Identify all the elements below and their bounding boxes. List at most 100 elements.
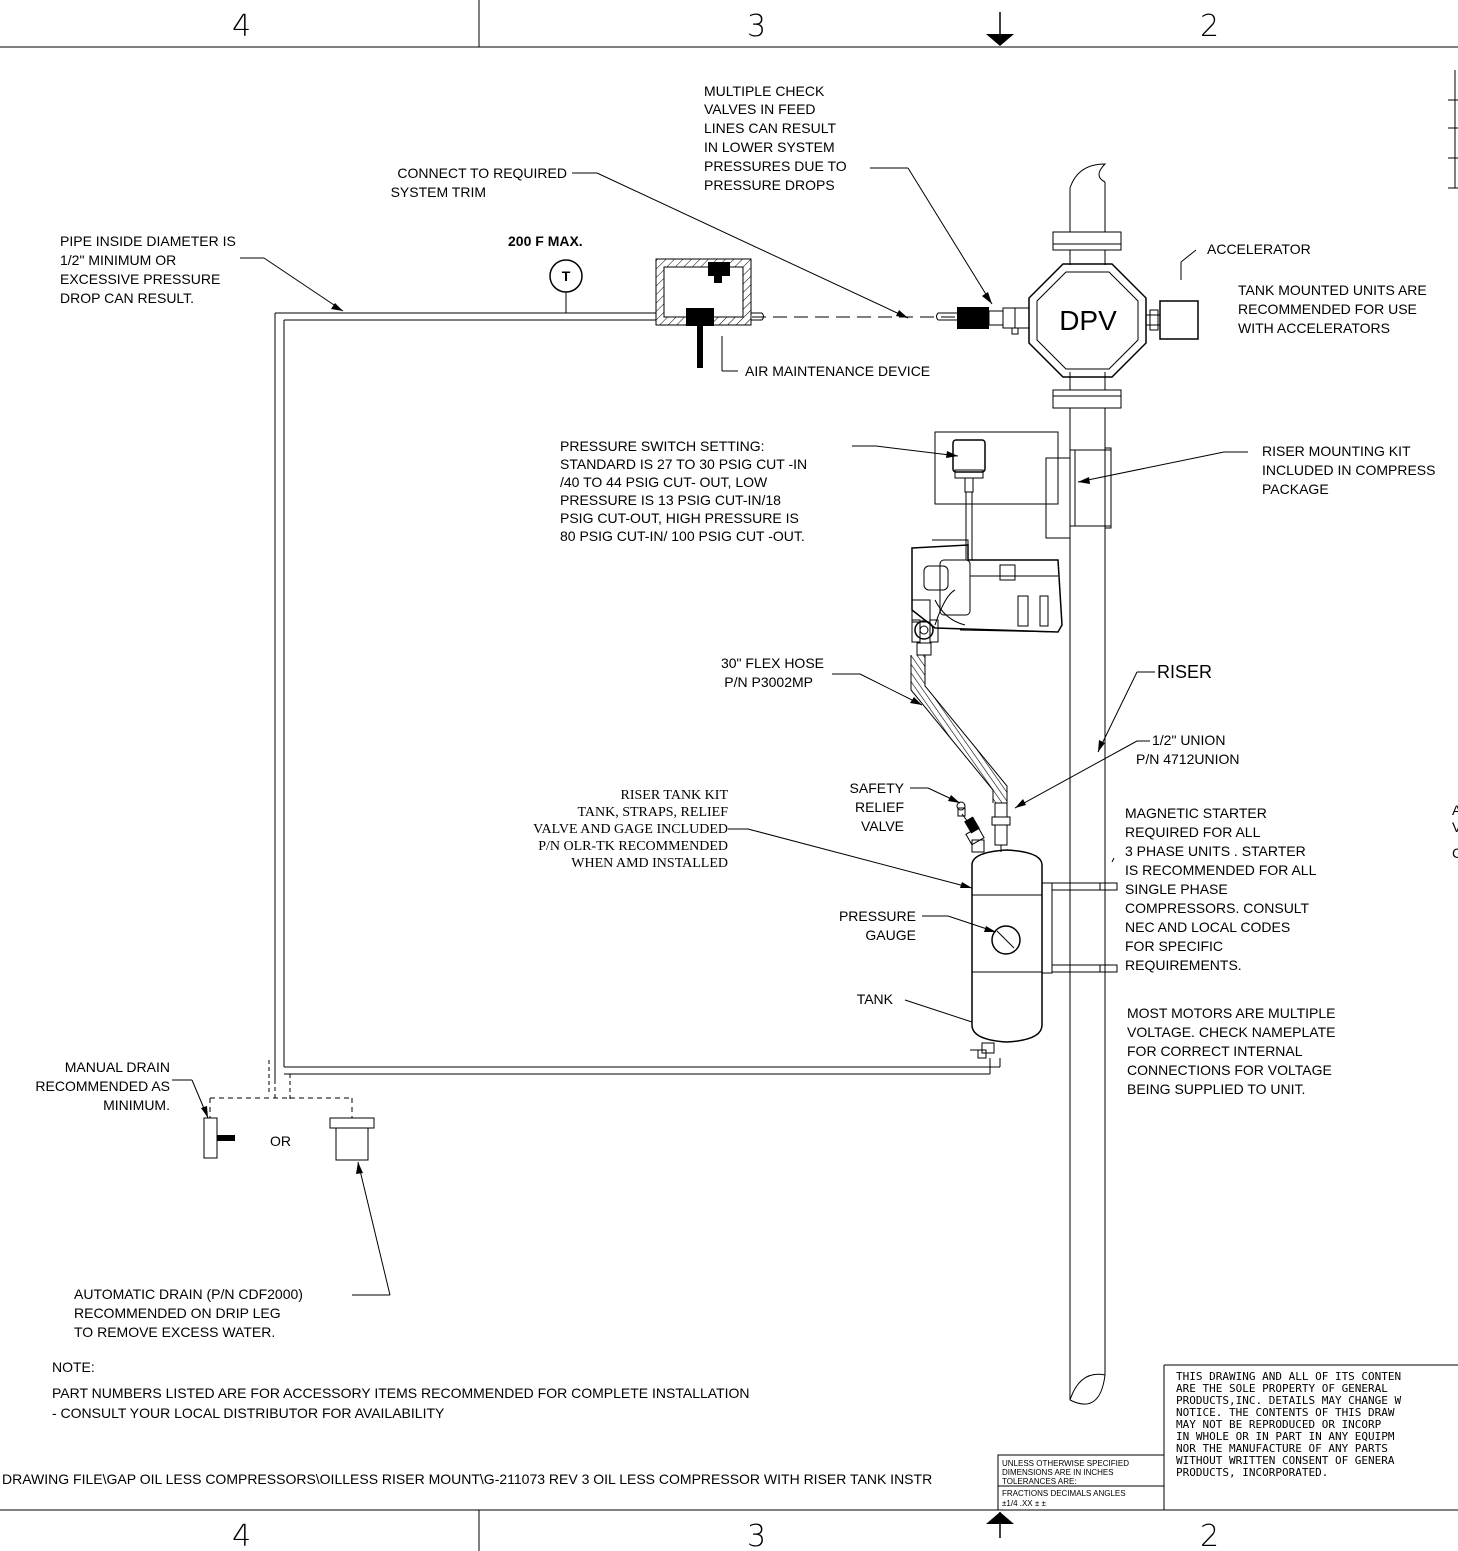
check-valves-line: IN LOWER SYSTEM: [704, 139, 835, 155]
note-heading: NOTE:: [52, 1359, 95, 1375]
callout-motors: MOST MOTORS ARE MULTIPLE VOLTAGE. CHECK …: [1127, 1005, 1336, 1097]
edge-fragment: A: [1452, 802, 1458, 818]
check-valve: [936, 307, 1030, 335]
union-line: 1/2" UNION: [1152, 732, 1225, 748]
zone-label-top-3: 3: [747, 9, 766, 44]
union-fitting: [991, 802, 1011, 852]
proprietary-line: NOTICE. THE CONTENTS OF THIS DRAW: [1176, 1406, 1395, 1419]
safety-relief-line: RELIEF: [855, 799, 904, 815]
tolerance-line: DIMENSIONS ARE IN INCHES: [1002, 1468, 1114, 1477]
proprietary-line: ARE THE SOLE PROPERTY OF GENERAL: [1176, 1382, 1388, 1395]
pipe-diameter-line: 1/2" MINIMUM OR: [60, 252, 176, 268]
callout-riser-tank-kit: RISER TANK KIT TANK, STRAPS, RELIEF VALV…: [533, 788, 728, 871]
air-feed-piping: [268, 312, 1001, 1100]
auto-drain-line: RECOMMENDED ON DRIP LEG: [74, 1305, 281, 1321]
motors-line: CONNECTIONS FOR VOLTAGE: [1127, 1062, 1332, 1078]
pressure-gauge-line: GAUGE: [865, 927, 916, 943]
tank-mounted-line: WITH ACCELERATORS: [1238, 320, 1390, 336]
temp-max-label: 200 F MAX.: [508, 233, 583, 249]
motors-line: VOLTAGE. CHECK NAMEPLATE: [1127, 1024, 1336, 1040]
or-label: OR: [270, 1133, 291, 1149]
temp-symbol: T: [562, 268, 571, 284]
edge-fragment-text: A V C: [1452, 802, 1458, 861]
title-block: DRAWING FILE\GAP OIL LESS COMPRESSORS\OI…: [2, 1364, 1458, 1511]
system-trim-line: SYSTEM TRIM: [391, 184, 486, 200]
callout-manual-drain: MANUAL DRAIN RECOMMENDED AS MINIMUM.: [35, 1059, 170, 1113]
auto-drain-line: AUTOMATIC DRAIN (P/N CDF2000): [74, 1286, 303, 1302]
system-trim-line: CONNECT TO REQUIRED: [397, 165, 567, 181]
callout-flex-hose: 30" FLEX HOSE P/N P3002MP: [721, 655, 824, 690]
motors-line: BEING SUPPLIED TO UNIT.: [1127, 1081, 1305, 1097]
magnetic-starter-line: COMPRESSORS. CONSULT: [1125, 900, 1310, 916]
edge-fragment: V: [1452, 819, 1458, 835]
riser-tank-kit-line: P/N OLR-TK RECOMMENDED: [538, 839, 728, 854]
magnetic-starter-line: IS RECOMMENDED FOR ALL: [1125, 862, 1317, 878]
mounting-kit-line: RISER MOUNTING KIT: [1262, 443, 1411, 459]
magnetic-starter-line: FOR SPECIFIC: [1125, 938, 1223, 954]
magnetic-starter-line: REQUIRED FOR ALL: [1125, 824, 1261, 840]
motors-line: FOR CORRECT INTERNAL: [1127, 1043, 1303, 1059]
auto-drain-line: TO REMOVE EXCESS WATER.: [74, 1324, 275, 1340]
manual-drain-line: MINIMUM.: [103, 1097, 170, 1113]
revision-block-fragment: [1448, 70, 1458, 189]
flex-hose-line: 30" FLEX HOSE: [721, 655, 824, 671]
riser-tank-kit-line: VALVE AND GAGE INCLUDED: [533, 822, 728, 837]
manual-drain-line: MANUAL DRAIN: [65, 1059, 170, 1075]
flex-hose-line: P/N P3002MP: [724, 674, 813, 690]
safety-relief-valve: [956, 801, 985, 853]
check-valves-line: VALVES IN FEED: [704, 101, 816, 117]
tank-label: TANK: [857, 991, 894, 1007]
check-valves-line: LINES CAN RESULT: [704, 120, 836, 136]
zone-label-top-4: 4: [232, 9, 251, 44]
proprietary-line: NOR THE MANUFACTURE OF ANY PARTS: [1176, 1442, 1388, 1455]
magnetic-starter-line: 3 PHASE UNITS . STARTER: [1125, 843, 1306, 859]
flex-hose: [910, 655, 1008, 803]
check-valves-line: MULTIPLE CHECK: [704, 83, 825, 99]
riser-label: RISER: [1157, 662, 1212, 682]
compressor-assembly: [911, 431, 1063, 656]
zone-label-bottom-3: 3: [747, 1519, 766, 1551]
proprietary-line: MAY NOT BE REPRODUCED OR INCORP: [1176, 1418, 1382, 1431]
magnetic-starter-line: NEC AND LOCAL CODES: [1125, 919, 1290, 935]
proprietary-line: IN WHOLE OR IN PART IN ANY EQUIPM: [1176, 1430, 1395, 1443]
zone-label-bottom-4: 4: [232, 1519, 251, 1551]
union-line: P/N 4712UNION: [1136, 751, 1239, 767]
callout-pressure-gauge: PRESSURE GAUGE: [839, 908, 916, 943]
safety-relief-line: SAFETY: [850, 780, 905, 796]
magnetic-starter-line: SINGLE PHASE: [1125, 881, 1228, 897]
pressure-switch-line: PRESSURE IS 13 PSIG CUT-IN/18: [560, 492, 781, 508]
automatic-drain: [290, 1097, 375, 1161]
callout-tank-mounted: TANK MOUNTED UNITS ARE RECOMMENDED FOR U…: [1238, 282, 1427, 336]
callout-safety-relief: SAFETY RELIEF VALVE: [850, 780, 905, 834]
pressure-switch-line: PRESSURE SWITCH SETTING:: [560, 438, 765, 454]
air-maintenance-device: [655, 258, 764, 372]
riser-tank-kit-line: WHEN AMD INSTALLED: [571, 856, 728, 871]
manual-drain-line: RECOMMENDED AS: [35, 1078, 170, 1094]
pressure-switch-line: 80 PSIG CUT-IN/ 100 PSIG CUT -OUT.: [560, 528, 805, 544]
tank-mounted-line: TANK MOUNTED UNITS ARE: [1238, 282, 1427, 298]
manual-drain-valve: [203, 1097, 290, 1159]
notes-section: NOTE: PART NUMBERS LISTED ARE FOR ACCESS…: [52, 1359, 750, 1421]
mounting-kit-line: PACKAGE: [1262, 481, 1329, 497]
dpv-valve: DPV: [1028, 263, 1147, 378]
pipe-diameter-line: PIPE INSIDE DIAMETER IS: [60, 233, 236, 249]
tolerance-line: UNLESS OTHERWISE SPECIFIED: [1002, 1459, 1129, 1468]
pressure-switch-line: /40 TO 44 PSIG CUT- OUT, LOW: [560, 474, 768, 490]
check-valves-line: PRESSURES DUE TO: [704, 158, 847, 174]
center-arrow-top-icon: [986, 12, 1014, 46]
note-line: PART NUMBERS LISTED ARE FOR ACCESSORY IT…: [52, 1385, 750, 1401]
callout-system-trim: CONNECT TO REQUIRED SYSTEM TRIM: [391, 165, 567, 200]
leader-lines: [172, 167, 1248, 1296]
callout-auto-drain: AUTOMATIC DRAIN (P/N CDF2000) RECOMMENDE…: [74, 1286, 303, 1340]
riser-tank-kit-line: TANK, STRAPS, RELIEF: [577, 805, 728, 820]
callout-check-valves: MULTIPLE CHECK VALVES IN FEED LINES CAN …: [704, 83, 847, 193]
tolerance-line: ±1/4 .XX ± ±: [1002, 1499, 1046, 1508]
riser-tank-kit-line: RISER TANK KIT: [620, 788, 728, 803]
pressure-switch-line: STANDARD IS 27 TO 30 PSIG CUT -IN: [560, 456, 807, 472]
callout-pressure-switch: PRESSURE SWITCH SETTING: STANDARD IS 27 …: [560, 438, 807, 544]
callout-pipe-diameter: PIPE INSIDE DIAMETER IS 1/2" MINIMUM OR …: [60, 233, 236, 306]
tolerance-line: FRACTIONS DECIMALS ANGLES: [1002, 1489, 1126, 1498]
riser-mounting-bracket: [1045, 447, 1112, 539]
accelerator-label: ACCELERATOR: [1207, 241, 1311, 257]
